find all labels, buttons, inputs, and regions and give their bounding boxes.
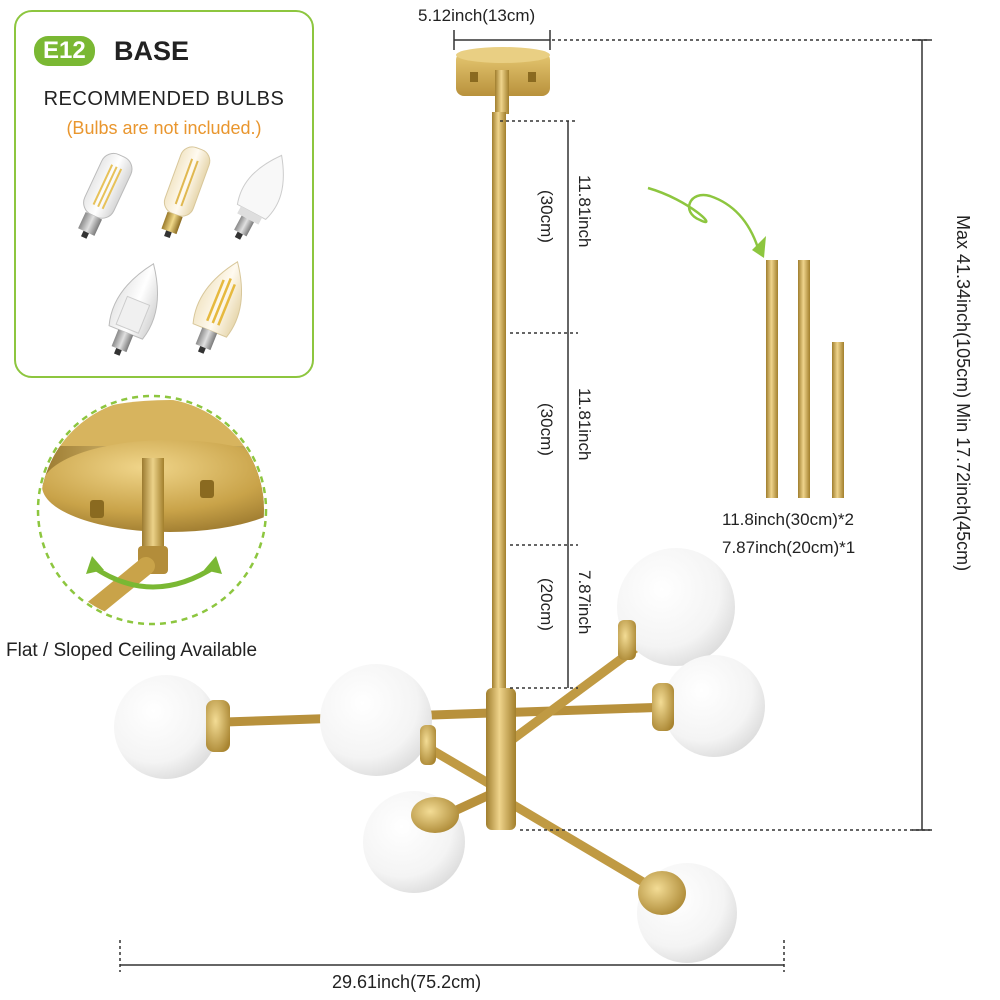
down-rod bbox=[492, 112, 506, 692]
tubular-filament-bulb-icon bbox=[78, 152, 133, 239]
globe-bottom-left bbox=[363, 791, 465, 893]
bulbs-not-included-note: (Bulbs are not included.) bbox=[66, 118, 262, 138]
filament-candle-bulb-icon bbox=[192, 261, 243, 354]
overall-width-label: 29.61inch(75.2cm) bbox=[332, 972, 482, 992]
clear-candle-bulb-icon bbox=[108, 263, 159, 356]
recommended-bulbs-heading: RECOMMENDED BULBS bbox=[43, 88, 285, 110]
rod-length-dimensions bbox=[500, 120, 578, 689]
base-title: BASE bbox=[114, 36, 190, 66]
rotate-right-arrow-icon bbox=[204, 556, 222, 574]
globe-center-left bbox=[320, 664, 436, 776]
tubular-amber-bulb-icon bbox=[161, 146, 211, 239]
base-badge: E12 bbox=[34, 36, 95, 66]
rod1-cm-label: (30cm) bbox=[537, 190, 556, 243]
overall-width-dimension bbox=[119, 940, 785, 972]
center-hub bbox=[486, 688, 516, 830]
overall-height-label: Max 41.34inch(105cm) Min 17.72inch(45cm) bbox=[953, 215, 973, 572]
bulb-gallery bbox=[78, 146, 284, 356]
globe-right bbox=[652, 655, 765, 757]
rod-spec-long: 11.8inch(30cm)*2 bbox=[722, 510, 854, 529]
ceiling-mount-detail bbox=[36, 394, 268, 626]
rotate-left-arrow-icon bbox=[86, 556, 104, 574]
canopy bbox=[456, 47, 550, 114]
globe-bottom-right bbox=[637, 863, 737, 963]
rod-spec-short: 7.87inch(20cm)*1 bbox=[722, 538, 856, 557]
canopy-width-label: 5.12inch(13cm) bbox=[418, 6, 536, 25]
rod1-inch-label: 11.81inch bbox=[575, 175, 594, 248]
overall-height-dimension bbox=[520, 39, 932, 831]
extension-rods bbox=[766, 260, 844, 498]
rod3-cm-label: (20cm) bbox=[537, 578, 556, 631]
canopy-width-dimension bbox=[453, 30, 551, 50]
globe-top-right bbox=[617, 548, 735, 666]
globe-left bbox=[114, 675, 230, 779]
rod3-inch-label: 7.87inch bbox=[575, 570, 594, 635]
bulb-recommendation-panel: E12 BASE RECOMMENDED BULBS (Bulbs are no… bbox=[14, 10, 314, 378]
led-candle-bulb-icon bbox=[234, 154, 284, 240]
curly-arrow-icon bbox=[647, 186, 766, 258]
rod2-cm-label: (30cm) bbox=[537, 403, 556, 456]
ceiling-compatibility-label: Flat / Sloped Ceiling Available bbox=[6, 640, 258, 661]
rod2-inch-label: 11.81inch bbox=[575, 388, 594, 461]
